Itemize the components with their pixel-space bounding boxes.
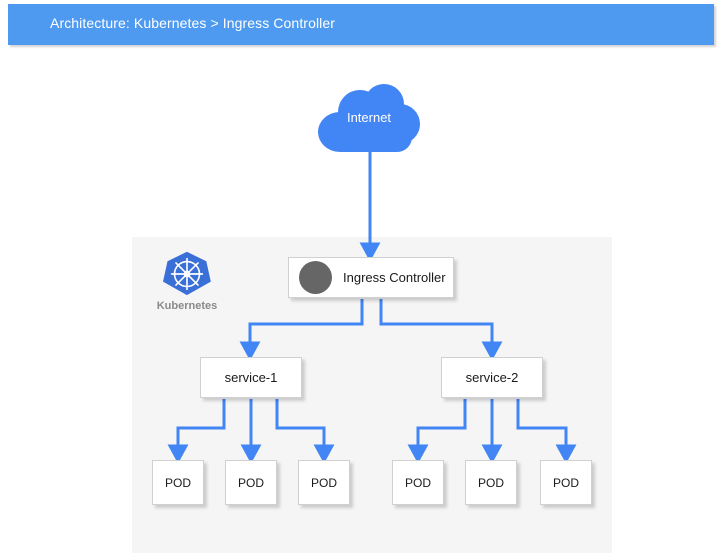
cloud-puff: [328, 122, 412, 152]
node-label: POD: [477, 475, 504, 490]
node-pod-5[interactable]: POD: [465, 460, 517, 505]
node-label: POD: [404, 475, 431, 490]
node-service-1[interactable]: service-1: [200, 357, 302, 398]
node-pod-4[interactable]: POD: [392, 460, 444, 505]
kubernetes-logo-label: Kubernetes: [156, 300, 218, 312]
internet-cloud-icon: Internet: [318, 84, 420, 152]
header-bar: Architecture: Kubernetes > Ingress Contr…: [8, 4, 714, 45]
page-title: Architecture: Kubernetes > Ingress Contr…: [50, 15, 336, 31]
node-pod-1[interactable]: POD: [152, 460, 204, 505]
node-pod-2[interactable]: POD: [225, 460, 277, 505]
kubernetes-logo-icon: [163, 251, 211, 296]
node-label: service-1: [224, 370, 278, 385]
node-pod-3[interactable]: POD: [298, 460, 350, 505]
node-label: POD: [310, 475, 337, 490]
node-label: POD: [552, 475, 579, 490]
node-service-2[interactable]: service-2: [441, 357, 543, 398]
node-label: Ingress Controller: [343, 270, 446, 285]
internet-label: Internet: [346, 110, 392, 125]
node-ingress-controller[interactable]: Ingress Controller: [288, 257, 454, 298]
node-label: POD: [237, 475, 264, 490]
node-pod-6[interactable]: POD: [540, 460, 592, 505]
node-label: service-2: [465, 370, 519, 385]
node-label: POD: [164, 475, 191, 490]
filled-circle-icon: [299, 261, 332, 294]
